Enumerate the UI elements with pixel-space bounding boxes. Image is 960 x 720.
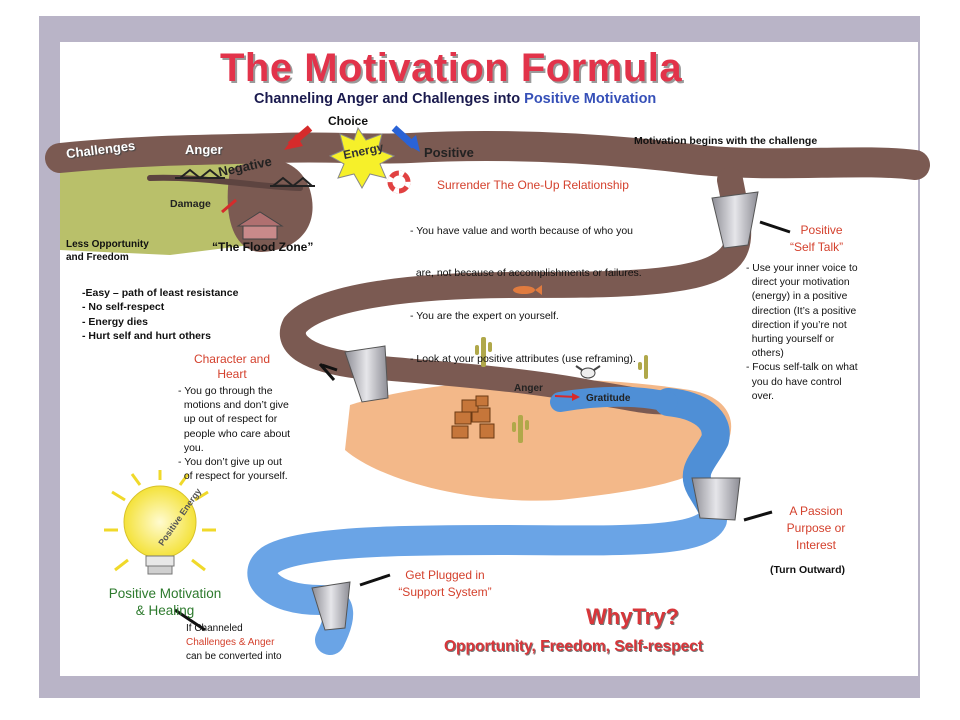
dams — [311, 191, 759, 631]
list-item: you. — [178, 441, 204, 454]
list-item: you do have control — [746, 376, 842, 388]
channeled-line: If Channeled — [186, 623, 243, 634]
house-icon — [236, 211, 284, 240]
road-path — [45, 130, 930, 180]
outcome-text: Opportunity, Freedom, Self-respect — [444, 638, 703, 655]
channeled-line: Challenges & Anger — [186, 637, 275, 648]
river-gratitude-label: Gratitude — [586, 393, 631, 404]
dam-passion — [691, 477, 741, 521]
list-item: others) — [746, 348, 784, 360]
skull-icon — [575, 365, 601, 379]
surrender-heading: Surrender The One-Up Relationship — [437, 178, 629, 192]
heading-line: Purpose or — [786, 521, 846, 535]
dam-self-talk — [711, 191, 759, 249]
self-talk-list: - Use your inner voice to direct your mo… — [746, 262, 858, 404]
heading-line: A Passion — [789, 504, 843, 518]
list-item: direct your motivation — [746, 277, 850, 289]
page-subtitle: Channeling Anger and Challenges into Pos… — [254, 91, 656, 107]
heading-line: “Support System” — [398, 585, 492, 599]
heading-line: Heart — [217, 367, 247, 381]
list-item: motions and don’t give — [178, 399, 289, 412]
subtitle-accent: Positive Motivation — [524, 91, 657, 107]
character-list: - You go through the motions and don’t g… — [178, 384, 290, 483]
support-heading: Get Plugged in “Support System” — [384, 567, 506, 601]
list-item: - You have value and worth because of wh… — [410, 224, 633, 237]
character-heading: Character and Heart — [186, 352, 278, 382]
list-item: people who care about — [178, 427, 291, 440]
less-opportunity: Less Opportunity and Freedom — [66, 238, 149, 264]
heading-line: Get Plugged in — [405, 568, 485, 582]
list-item: - You don’t give up out — [178, 456, 282, 469]
page-title: The Motivation Formula — [220, 46, 683, 90]
subtitle-main: Channeling Anger and Challenges into — [254, 91, 521, 107]
choice-label: Choice — [328, 114, 369, 128]
surrender-list: - You have value and worth because of wh… — [410, 195, 642, 381]
list-item: - Focus self-talk on what — [746, 362, 858, 374]
turn-outward-note: (Turn Outward) — [770, 564, 846, 576]
dam-character — [344, 345, 389, 403]
list-item: - You go through the — [178, 385, 273, 397]
list-item: - No self-respect — [82, 301, 165, 314]
channeled-line: can be converted into — [186, 651, 282, 662]
list-item: hurting yourself or — [746, 334, 835, 346]
passion-heading: A Passion Purpose or Interest — [772, 503, 860, 554]
list-item: direction if you’re not — [746, 319, 847, 331]
list-item: of respect for yourself. — [178, 470, 288, 483]
life-ring-icon — [387, 170, 411, 194]
pointer-arrows — [174, 220, 791, 632]
anger-label: Anger — [185, 142, 223, 157]
list-item: are, not because of accomplishments or f… — [410, 267, 642, 280]
lightbulb-icon — [104, 470, 216, 575]
motivation-begins-text: Motivation begins with the challenge — [634, 135, 818, 147]
positive-motivation-label: Positive Motivation & Healing — [90, 585, 240, 619]
dam-support — [311, 581, 351, 631]
heading-line: & Healing — [135, 603, 195, 618]
river-anger-label: Anger — [514, 383, 543, 394]
list-item: (energy) in a positive — [746, 291, 848, 303]
road-down-right — [279, 167, 752, 379]
heading-line: “Self Talk” — [790, 240, 844, 254]
heading-line: Positive Motivation — [108, 586, 222, 601]
list-item: direction (It’s a positive — [746, 305, 857, 317]
heading-line: Character and — [193, 352, 271, 366]
list-item: up out of respect for — [178, 413, 278, 426]
list-item: - You are the expert on yourself. — [410, 310, 559, 323]
fish-icon — [513, 285, 542, 295]
list-item: - Hurt self and hurt others — [82, 329, 211, 342]
energy-star — [328, 126, 396, 190]
self-talk-heading: Positive “Self Talk” — [790, 222, 843, 256]
heading-line: Positive — [800, 223, 843, 237]
list-item: -Easy – path of least resistance — [82, 287, 239, 299]
list-item: - Energy dies — [82, 315, 148, 328]
rock-pile — [451, 395, 495, 439]
cactus-icon — [475, 337, 648, 443]
list-item: over. — [746, 390, 775, 402]
damage-label: Damage — [170, 198, 211, 210]
less-opportunity-line: and Freedom — [66, 252, 129, 263]
channeled-text: If Channeled Challenges & Anger can be c… — [186, 622, 282, 664]
flood-zone-label: “The Flood Zone” — [212, 240, 314, 254]
negative-consequences-list: -Easy – path of least resistance - No se… — [82, 286, 238, 343]
positive-label: Positive — [424, 145, 474, 160]
less-opportunity-line: Less Opportunity — [66, 239, 149, 250]
heading-line: Interest — [795, 538, 837, 552]
list-item: - Use your inner voice to — [746, 263, 858, 274]
whytry-heading: WhyTry? — [586, 604, 679, 629]
list-item: - Look at your positive attributes (use … — [410, 353, 636, 366]
bridge-icon — [175, 168, 315, 188]
